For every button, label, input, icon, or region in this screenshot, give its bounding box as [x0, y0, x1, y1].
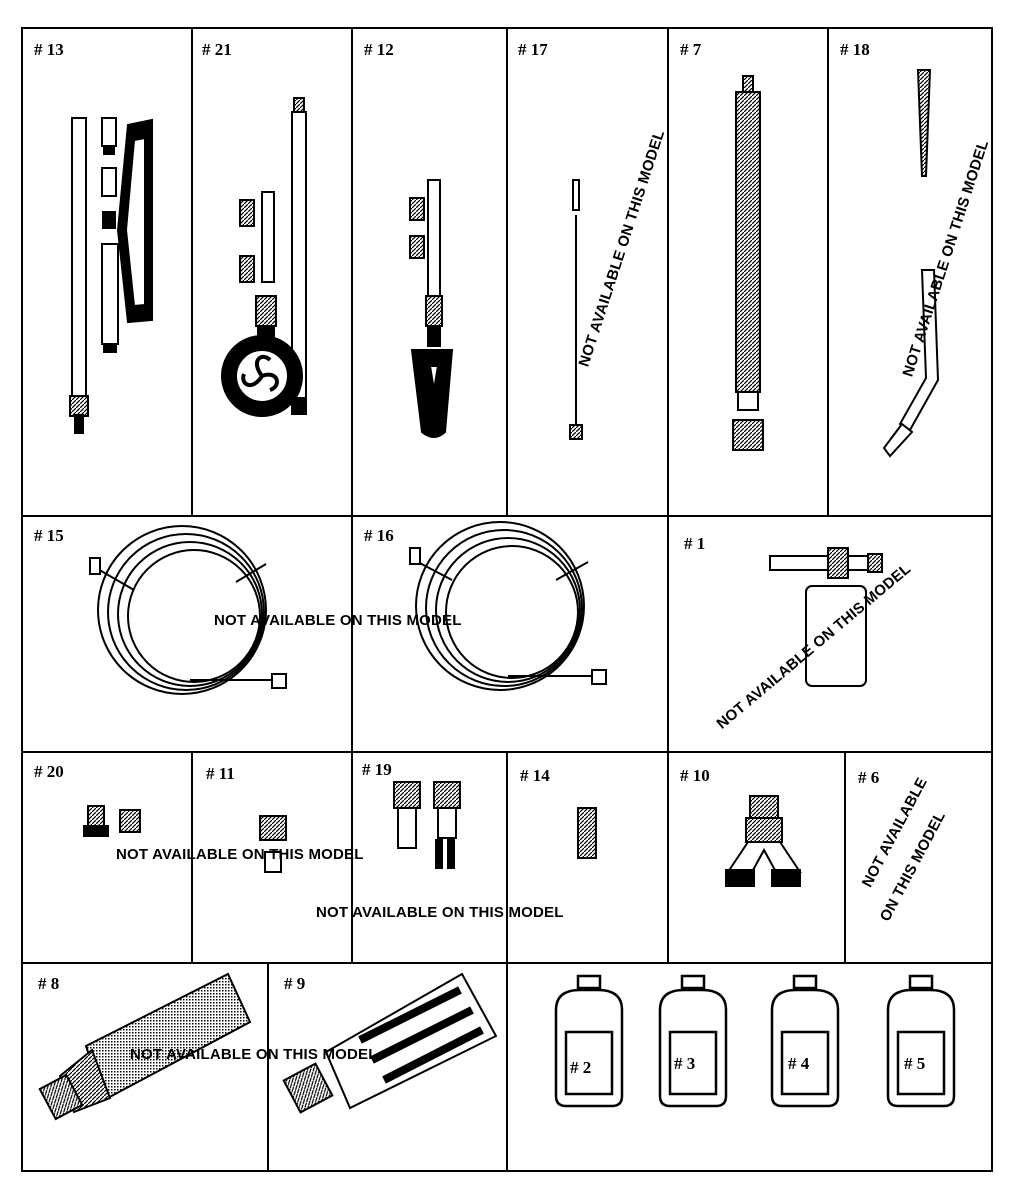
part-14-label: # 14 — [520, 766, 550, 785]
part-12-foam-lance-drawing — [409, 179, 454, 438]
part-15-label: # 15 — [34, 526, 64, 545]
jugs-drawing — [554, 974, 956, 1108]
jug-4-drawing — [770, 974, 840, 1108]
part-16-label: # 16 — [364, 526, 394, 545]
part-9-nozzle-drawing — [282, 972, 498, 1114]
part-13-label: # 13 — [34, 40, 64, 59]
not-available-19: NOT AVAILABLE ON THIS MODEL — [316, 904, 564, 921]
part-14-adapter-drawing — [577, 807, 597, 859]
part-15-hose-drawing — [89, 525, 287, 695]
part-1-label: # 1 — [684, 534, 706, 553]
part-9-label: # 9 — [284, 974, 306, 993]
part-7-wand-drawing — [732, 75, 764, 451]
part-13-wand-kit-drawing — [69, 117, 153, 434]
part-20-fittings-drawing — [83, 805, 141, 837]
jug-4-label: # 4 — [788, 1054, 810, 1073]
part-16-hose-drawing — [409, 521, 607, 691]
part-6-label: # 6 — [858, 768, 880, 787]
part-18-label: # 18 — [840, 40, 870, 59]
part-21-surface-cleaner-drawing — [221, 97, 307, 417]
part-20-label: # 20 — [34, 762, 64, 781]
part-8-label: # 8 — [38, 974, 60, 993]
jug-5-drawing — [886, 974, 956, 1108]
part-19-couplers-drawing — [393, 781, 461, 869]
jug-2-drawing — [554, 974, 624, 1108]
part-19-label: # 19 — [362, 760, 392, 779]
part-1-siphon-drawing — [769, 547, 883, 687]
part-10-y-connector-drawing — [725, 795, 802, 887]
jug-3-label: # 3 — [674, 1054, 696, 1073]
jug-2-label: # 2 — [570, 1058, 592, 1077]
part-7-label: # 7 — [680, 40, 702, 59]
part-21-label: # 21 — [202, 40, 232, 59]
not-available-15-16: NOT AVAILABLE ON THIS MODEL — [214, 612, 462, 629]
part-12-label: # 12 — [364, 40, 394, 59]
part-17-label: # 17 — [518, 40, 548, 59]
not-available-8-9: NOT AVAILABLE ON THIS MODEL — [130, 1046, 378, 1063]
part-8-turbo-nozzle-drawing — [38, 972, 252, 1121]
part-18-gutter-wand-drawing — [882, 69, 940, 458]
part-10-label: # 10 — [680, 766, 710, 785]
part-11-coupler-drawing — [259, 815, 287, 873]
jug-3-drawing — [658, 974, 728, 1108]
part-11-label: # 11 — [206, 764, 235, 783]
part-17-extension-drawing — [569, 179, 583, 440]
grid-frame — [21, 27, 993, 1172]
jug-5-label: # 5 — [904, 1054, 926, 1073]
not-available-20-11: NOT AVAILABLE ON THIS MODEL — [116, 846, 364, 863]
